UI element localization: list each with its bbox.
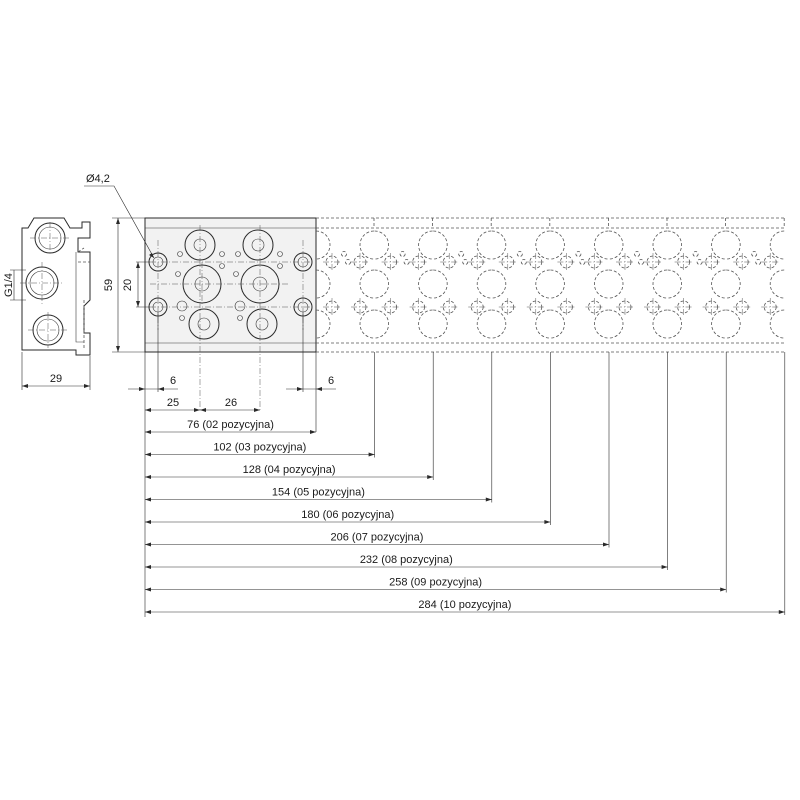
length-label: 128 (04 pozycyjna) [243,464,336,476]
length-label: 180 (06 pozycyjna) [301,509,394,521]
optional-positions-dashed [315,217,786,353]
length-dimensions: 76 (02 pozycyjna) 102 (03 pozycyjna) 128 (… [145,352,786,615]
length-dim-258: 258 (09 pozycyjna) [145,352,727,593]
dashed-position-6 [491,218,551,339]
dashed-position-10 [726,218,785,339]
length-dim-180: 180 (06 pozycyjna) [145,352,551,525]
dashed-position-3 [315,218,375,339]
dashed-position-4 [374,218,433,339]
pitch-label: 26 [225,397,237,409]
edge-left-label: 6 [170,375,176,387]
front-view [144,217,317,410]
length-dim-76: 76 (02 pozycyjna) [145,419,316,434]
length-dim-284: 284 (10 pozycyjna) [145,352,786,615]
length-dim-206: 206 (07 pozycyjna) [145,352,610,548]
hole-diameter-callout: Ø4,2 [84,173,155,259]
side-view: G1/4 29 [3,217,91,390]
hole-spacing-label: 20 [122,279,134,291]
height-dimensions: 59 20 [103,217,150,353]
dashed-position-9 [667,218,726,339]
dashed-position-7 [550,218,609,339]
bottom-dimensions: 6 6 25 26 [128,312,336,617]
length-label: 206 (07 pozycyjna) [331,532,424,544]
dashed-position-8 [608,218,668,339]
length-label: 76 (02 pozycyjna) [187,419,274,431]
length-dim-154: 154 (05 pozycyjna) [145,352,493,503]
side-width-label: 29 [50,373,62,385]
length-label: 154 (05 pozycyjna) [272,487,365,499]
thread-label: G1/4 [3,273,15,297]
height-label: 59 [103,279,115,291]
hole-diameter-label: Ø4,2 [86,173,110,185]
length-dim-102: 102 (03 pozycyjna) [145,352,375,458]
length-label: 258 (09 pozycyjna) [389,577,482,589]
length-dim-128: 128 (04 pozycyjna) [145,352,434,480]
length-dim-232: 232 (08 pozycyjna) [145,352,668,570]
length-label: 232 (08 pozycyjna) [360,554,453,566]
edge-right-label: 6 [328,375,334,387]
dashed-position-5 [433,218,492,339]
length-label: 102 (03 pozycyjna) [213,442,306,454]
length-label: 284 (10 pozycyjna) [418,599,511,611]
first-pitch-label: 25 [167,397,179,409]
